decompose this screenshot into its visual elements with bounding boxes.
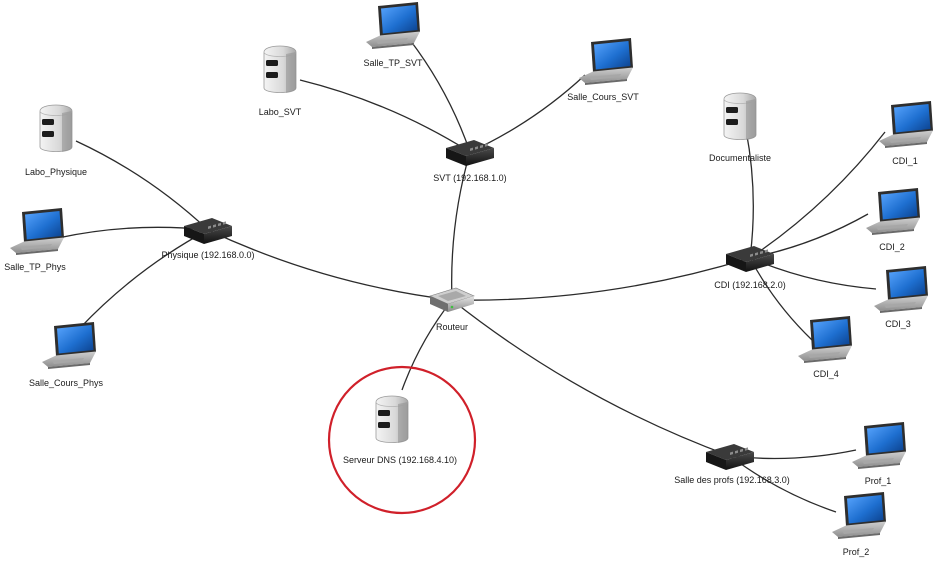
link-switch-cdi-to-cdi-1 bbox=[749, 131, 886, 259]
link-switch-cdi-to-documentaliste bbox=[745, 129, 754, 259]
laptop-icon bbox=[832, 492, 886, 539]
laptop-icon bbox=[579, 38, 633, 85]
node-salle-tp-svt[interactable]: Salle_TP_SVT bbox=[363, 2, 423, 68]
link-switch-svt-to-salle-tp-svt bbox=[409, 39, 471, 153]
node-label: Salle_TP_Phys bbox=[4, 262, 66, 272]
node-salle-cours-phys[interactable]: Salle_Cours_Phys bbox=[29, 322, 104, 388]
switch-icon bbox=[726, 246, 774, 272]
node-label: Routeur bbox=[436, 322, 468, 332]
node-switch-svt[interactable]: SVT (192.168.1.0) bbox=[433, 140, 507, 183]
router-icon bbox=[429, 287, 475, 313]
link-switch-svt-to-labo-svt bbox=[299, 79, 471, 153]
node-salle-cours-svt[interactable]: Salle_Cours_SVT bbox=[567, 38, 639, 102]
node-label: SVT (192.168.1.0) bbox=[433, 173, 506, 183]
node-label: Salle_Cours_SVT bbox=[567, 92, 639, 102]
node-label: Physique (192.168.0.0) bbox=[161, 250, 254, 260]
node-serveur-dns[interactable]: Serveur DNS (192.168.4.10) bbox=[343, 395, 457, 465]
node-label: CDI_4 bbox=[813, 369, 839, 379]
node-cdi-1[interactable]: CDI_1 bbox=[879, 101, 933, 166]
node-label: Serveur DNS (192.168.4.10) bbox=[343, 455, 457, 465]
laptop-icon bbox=[10, 208, 64, 255]
node-label: CDI_2 bbox=[879, 242, 905, 252]
node-labo-svt[interactable]: Labo_SVT bbox=[259, 45, 302, 117]
node-label: Prof_2 bbox=[843, 547, 870, 557]
node-salle-tp-phys[interactable]: Salle_TP_Phys bbox=[4, 208, 66, 272]
nodes-layer: Labo_SVT Salle_TP_SVT Salle_Cours_SVT SVT (… bbox=[4, 2, 933, 557]
node-label: Labo_Physique bbox=[25, 167, 87, 177]
highlight-circle bbox=[327, 365, 477, 515]
link-routeur-to-switch-profs bbox=[451, 299, 731, 457]
node-label: Salle_TP_SVT bbox=[363, 58, 423, 68]
node-prof-2[interactable]: Prof_2 bbox=[832, 492, 886, 557]
highlight-layer bbox=[327, 365, 477, 515]
server-icon bbox=[263, 45, 297, 94]
server-icon bbox=[39, 104, 73, 153]
node-documentaliste[interactable]: Documentaliste bbox=[709, 92, 771, 163]
link-switch-svt-to-salle-cours-svt bbox=[469, 74, 586, 153]
node-label: Labo_SVT bbox=[259, 107, 302, 117]
laptop-icon bbox=[866, 188, 920, 235]
link-switch-physique-to-salle-cours-phys bbox=[79, 229, 209, 329]
switch-icon bbox=[446, 140, 494, 166]
server-icon bbox=[375, 395, 409, 444]
laptop-icon bbox=[874, 266, 928, 313]
link-switch-physique-to-routeur bbox=[207, 229, 453, 301]
node-switch-profs[interactable]: Salle des profs (192.168.3.0) bbox=[674, 444, 790, 485]
laptop-icon bbox=[798, 316, 852, 363]
laptop-icon bbox=[879, 101, 933, 148]
node-routeur[interactable]: Routeur bbox=[429, 287, 475, 332]
node-label: CDI_3 bbox=[885, 319, 911, 329]
node-label: Documentaliste bbox=[709, 153, 771, 163]
laptop-icon bbox=[366, 2, 420, 49]
links-layer bbox=[57, 39, 886, 513]
laptop-icon bbox=[42, 322, 96, 369]
node-label: CDI (192.168.2.0) bbox=[714, 280, 786, 290]
link-routeur-to-switch-cdi bbox=[451, 257, 751, 301]
node-label: Salle_Cours_Phys bbox=[29, 378, 104, 388]
link-switch-physique-to-labo-physique bbox=[75, 140, 209, 231]
node-prof-1[interactable]: Prof_1 bbox=[852, 422, 906, 486]
link-switch-svt-to-routeur bbox=[451, 151, 471, 301]
node-switch-physique[interactable]: Physique (192.168.0.0) bbox=[161, 218, 255, 260]
node-cdi-3[interactable]: CDI_3 bbox=[874, 266, 928, 329]
node-label: Salle des profs (192.168.3.0) bbox=[674, 475, 790, 485]
node-cdi-4[interactable]: CDI_4 bbox=[798, 316, 852, 379]
node-label: CDI_1 bbox=[892, 156, 918, 166]
switch-icon bbox=[706, 444, 754, 470]
link-routeur-to-serveur-dns bbox=[401, 299, 453, 391]
laptop-icon bbox=[852, 422, 906, 469]
server-icon bbox=[723, 92, 757, 141]
node-label: Prof_1 bbox=[865, 476, 892, 486]
node-labo-physique[interactable]: Labo_Physique bbox=[25, 104, 87, 177]
node-switch-cdi[interactable]: CDI (192.168.2.0) bbox=[714, 246, 786, 290]
node-cdi-2[interactable]: CDI_2 bbox=[866, 188, 920, 252]
